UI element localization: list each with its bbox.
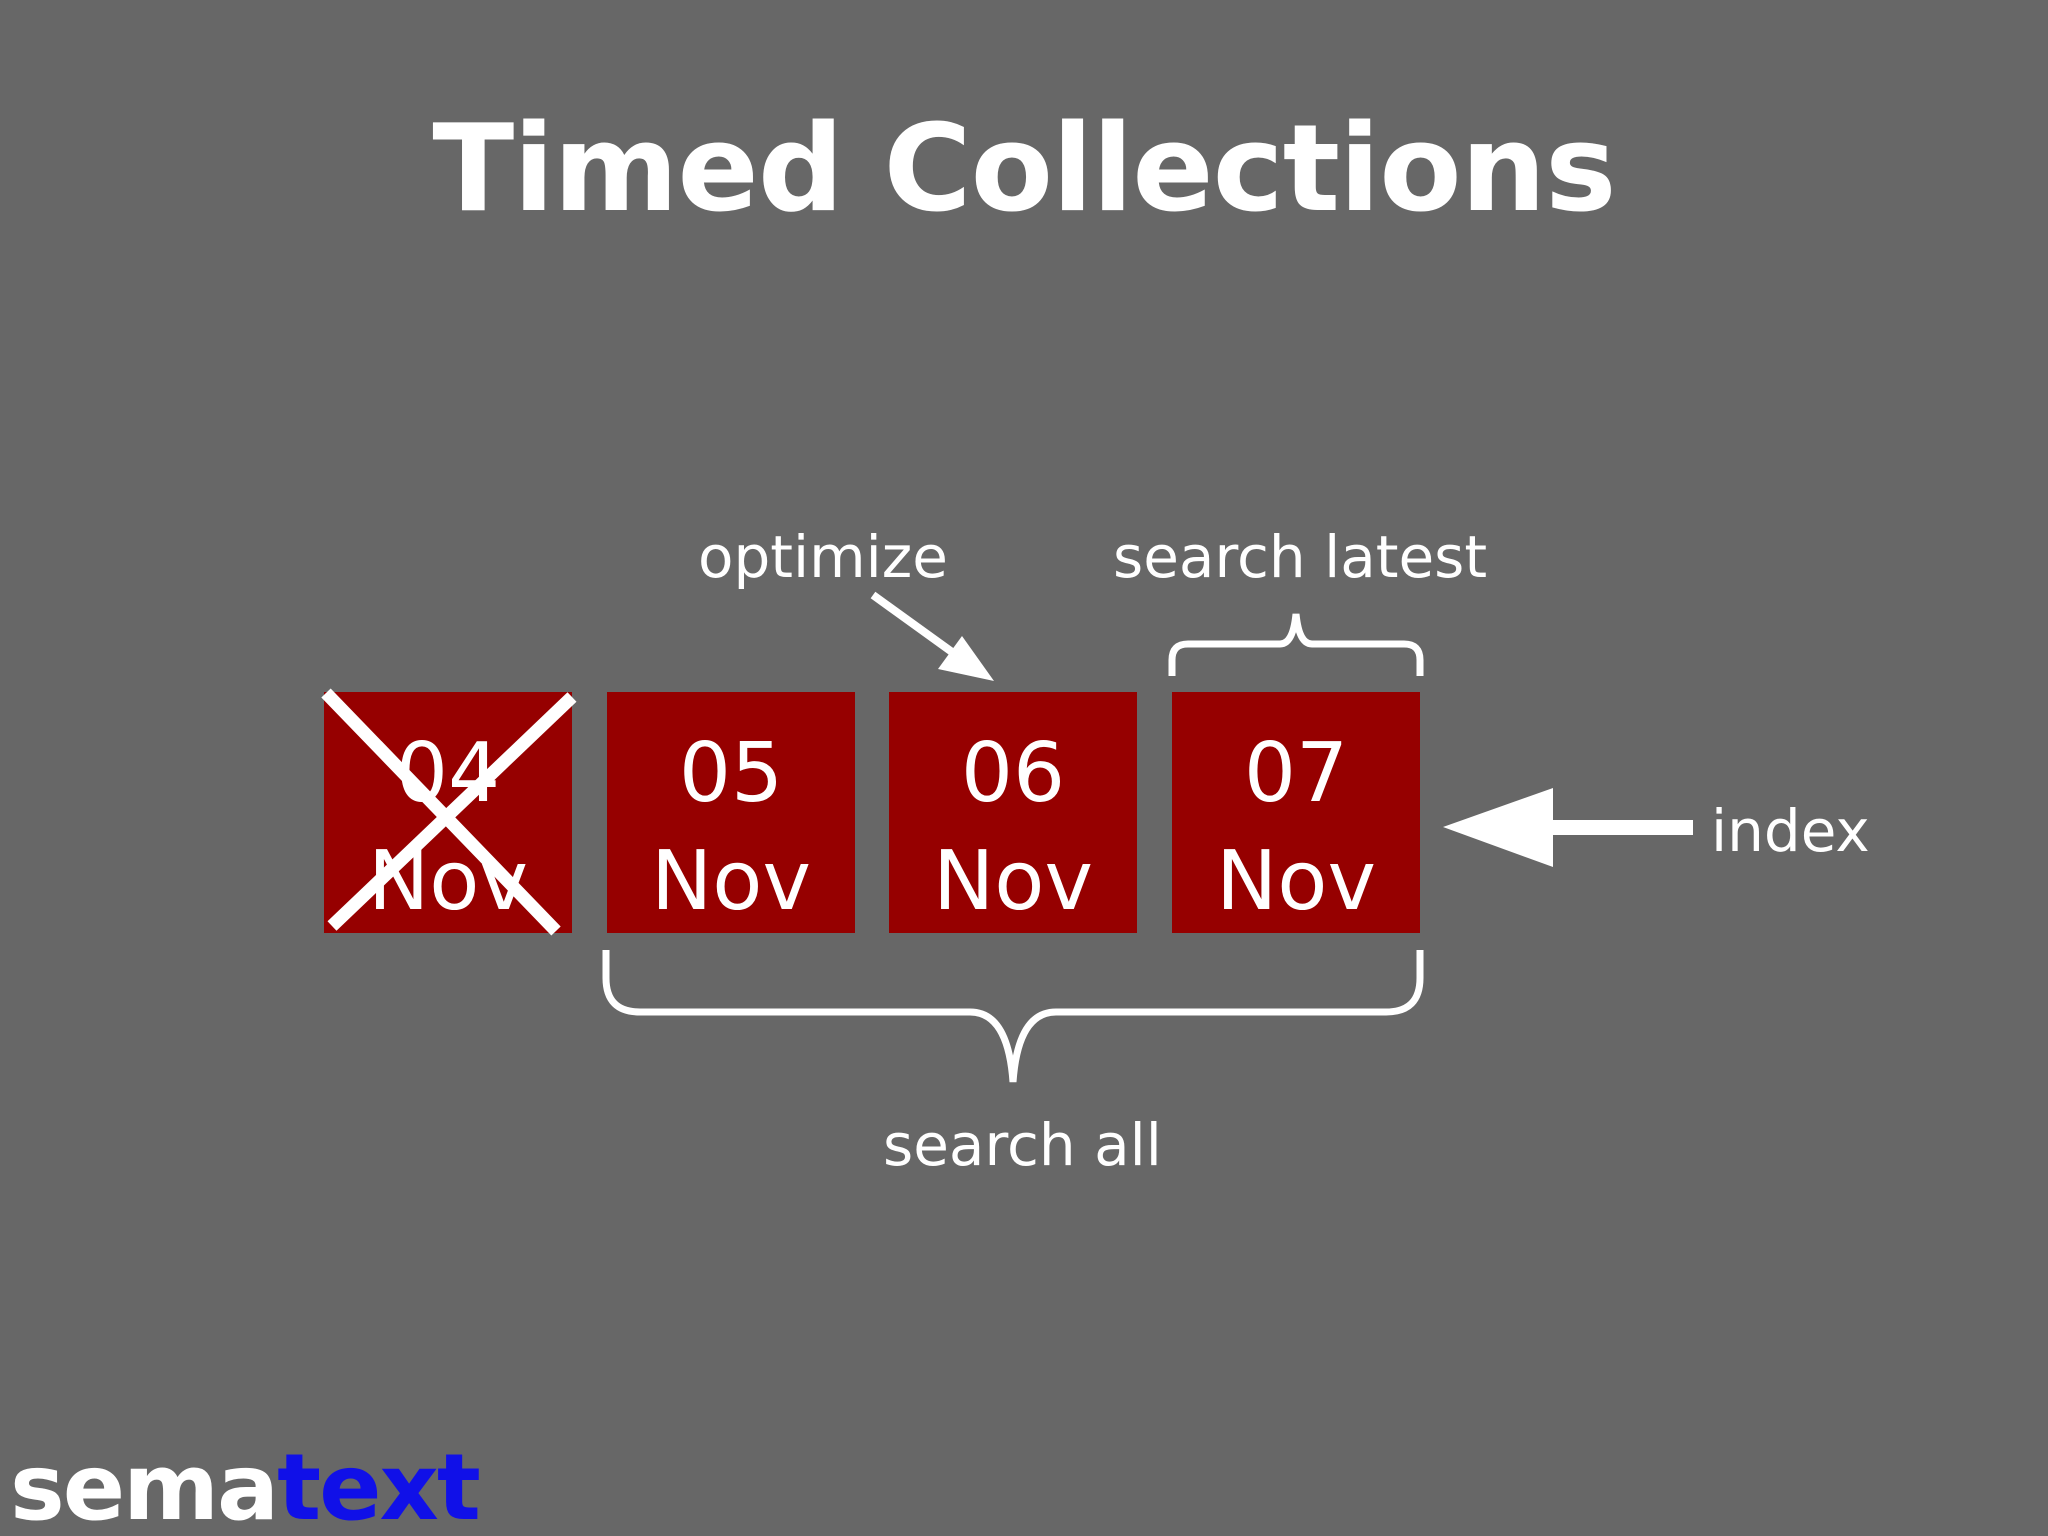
index-arrow-icon <box>1443 788 1693 867</box>
collection-month: Nov <box>1215 834 1377 929</box>
collection-day: 06 <box>960 726 1066 821</box>
search-all-brace <box>602 950 1424 1083</box>
index-label: index <box>1711 797 1870 865</box>
collection-box: 06 Nov <box>889 692 1137 933</box>
collection-box: 05 Nov <box>607 692 855 933</box>
delete-cross-icon <box>321 688 577 936</box>
optimize-arrow-icon <box>870 591 994 681</box>
logo-part-sema: sema <box>10 1434 279 1536</box>
optimize-label: optimize <box>698 523 948 591</box>
search-latest-brace <box>1168 613 1424 676</box>
collection-month: Nov <box>650 834 812 929</box>
search-latest-label: search latest <box>1113 523 1488 591</box>
slide-title: Timed Collections <box>432 100 1616 239</box>
sematext-logo: sematext <box>10 1438 481 1536</box>
logo-part-text: text <box>277 1434 481 1536</box>
collection-month: Nov <box>932 834 1094 929</box>
collection-box: 07 Nov <box>1172 692 1420 933</box>
search-all-label: search all <box>883 1111 1162 1179</box>
collection-day: 07 <box>1243 726 1349 821</box>
collection-day: 05 <box>678 726 784 821</box>
